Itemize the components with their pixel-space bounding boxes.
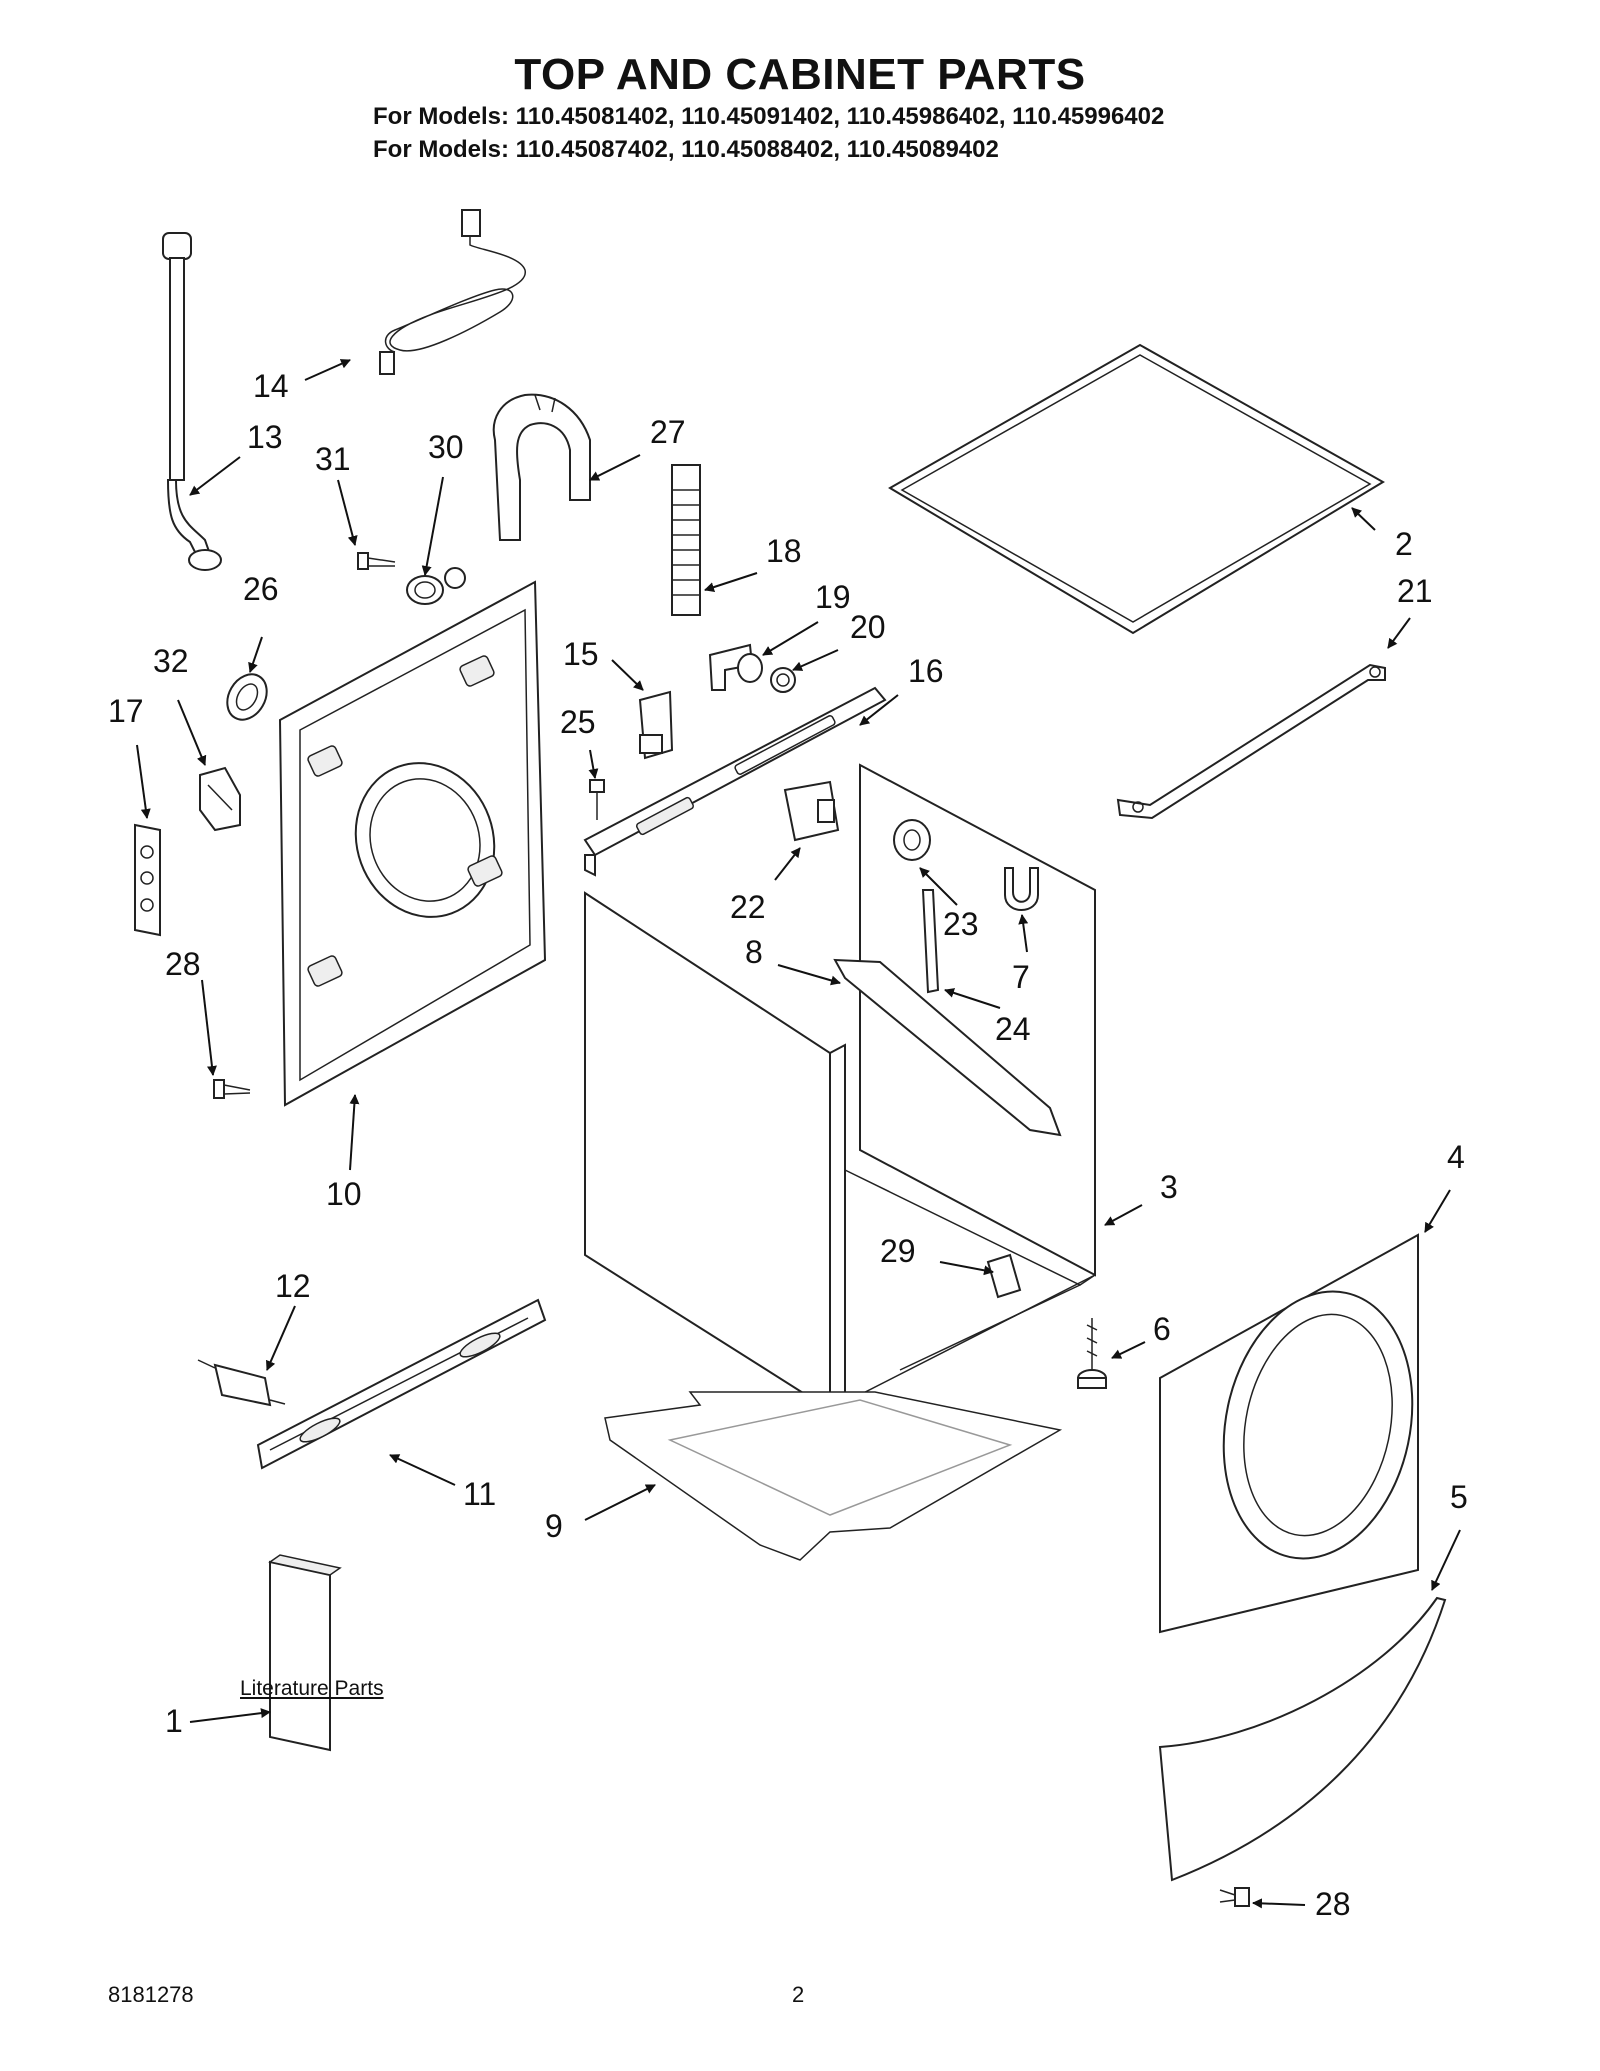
front-panel-part <box>1159 1233 1419 1634</box>
screw-part <box>357 552 396 570</box>
callout-2: 2 <box>1395 526 1413 562</box>
bottom-rail-part <box>256 1298 547 1470</box>
toe-panel-part <box>1158 1596 1447 1882</box>
top-cover-part <box>888 343 1385 635</box>
hose-guide-part <box>492 393 591 541</box>
callout-4: 4 <box>1447 1139 1465 1175</box>
rear-panel-part <box>278 580 547 1107</box>
hose-clamp-part <box>770 667 796 693</box>
screw-part <box>589 779 605 820</box>
callout-20: 20 <box>850 609 886 645</box>
callout-31: 31 <box>315 441 351 477</box>
screw-part <box>213 1079 251 1099</box>
callout-1: 1 <box>165 1703 183 1739</box>
callout-30: 30 <box>428 429 464 465</box>
leveling-leg-part <box>1077 1318 1107 1389</box>
callout-5: 5 <box>1450 1479 1468 1515</box>
document-number: 8181278 <box>108 1982 194 2007</box>
elbow-part <box>708 643 763 691</box>
callout-labels: 14 13 31 30 27 18 19 20 16 2 21 26 32 17… <box>108 368 1468 1922</box>
base-pad-part <box>604 1391 1063 1561</box>
literature-parts-label: Literature Parts <box>240 1677 384 1700</box>
cross-brace-part <box>833 958 1062 1137</box>
bracket-part <box>638 690 674 760</box>
callout-19: 19 <box>815 579 851 615</box>
callout-26: 26 <box>243 571 279 607</box>
callout-28-left: 28 <box>165 946 201 982</box>
callout-28-right: 28 <box>1315 1886 1351 1922</box>
drain-hose-part <box>162 232 222 571</box>
callout-7: 7 <box>1012 959 1030 995</box>
models-line-2: For Models: 110.45087402, 110.45088402, … <box>373 136 999 163</box>
callout-16: 16 <box>908 653 944 689</box>
dispenser-assembly-part <box>783 780 840 842</box>
callout-9: 9 <box>545 1508 563 1544</box>
callout-14: 14 <box>253 368 289 404</box>
wire-holder-part <box>134 823 161 937</box>
callout-21: 21 <box>1397 573 1433 609</box>
callout-12: 12 <box>275 1268 311 1304</box>
callout-23: 23 <box>943 906 979 942</box>
callout-29: 29 <box>880 1233 916 1269</box>
callout-22: 22 <box>730 889 766 925</box>
callout-18: 18 <box>766 533 802 569</box>
callout-32: 32 <box>153 643 189 679</box>
screw-part <box>1219 1887 1250 1907</box>
models-line-1: For Models: 110.45081402, 110.45091402, … <box>373 103 1165 130</box>
top-rail-part <box>583 686 887 877</box>
callout-6: 6 <box>1153 1311 1171 1347</box>
callout-13: 13 <box>247 419 283 455</box>
callout-11: 11 <box>463 1476 496 1512</box>
fill-tube-part <box>671 464 701 616</box>
grommet-part <box>226 673 268 721</box>
page-title: TOP AND CABINET PARTS <box>514 50 1086 99</box>
brace-part <box>1116 663 1386 820</box>
callout-3: 3 <box>1160 1169 1178 1205</box>
bracket-part <box>986 1253 1022 1299</box>
callout-25: 25 <box>560 704 596 740</box>
clamp-part <box>406 567 466 605</box>
callout-27: 27 <box>650 414 686 450</box>
power-cord-part <box>379 209 526 375</box>
tube-part <box>921 889 940 994</box>
leader-arrows <box>136 359 1461 1909</box>
callout-8: 8 <box>745 934 763 970</box>
hook-part <box>1004 867 1039 911</box>
page-number: 2 <box>792 1982 805 2007</box>
spring-part <box>197 1359 286 1407</box>
clip-part <box>199 766 241 832</box>
pressure-switch-part <box>893 819 931 861</box>
callout-24: 24 <box>995 1011 1031 1047</box>
callout-17: 17 <box>108 693 144 729</box>
callout-15: 15 <box>563 636 599 672</box>
callout-10: 10 <box>326 1176 362 1212</box>
literature-book-part <box>268 1554 342 1752</box>
